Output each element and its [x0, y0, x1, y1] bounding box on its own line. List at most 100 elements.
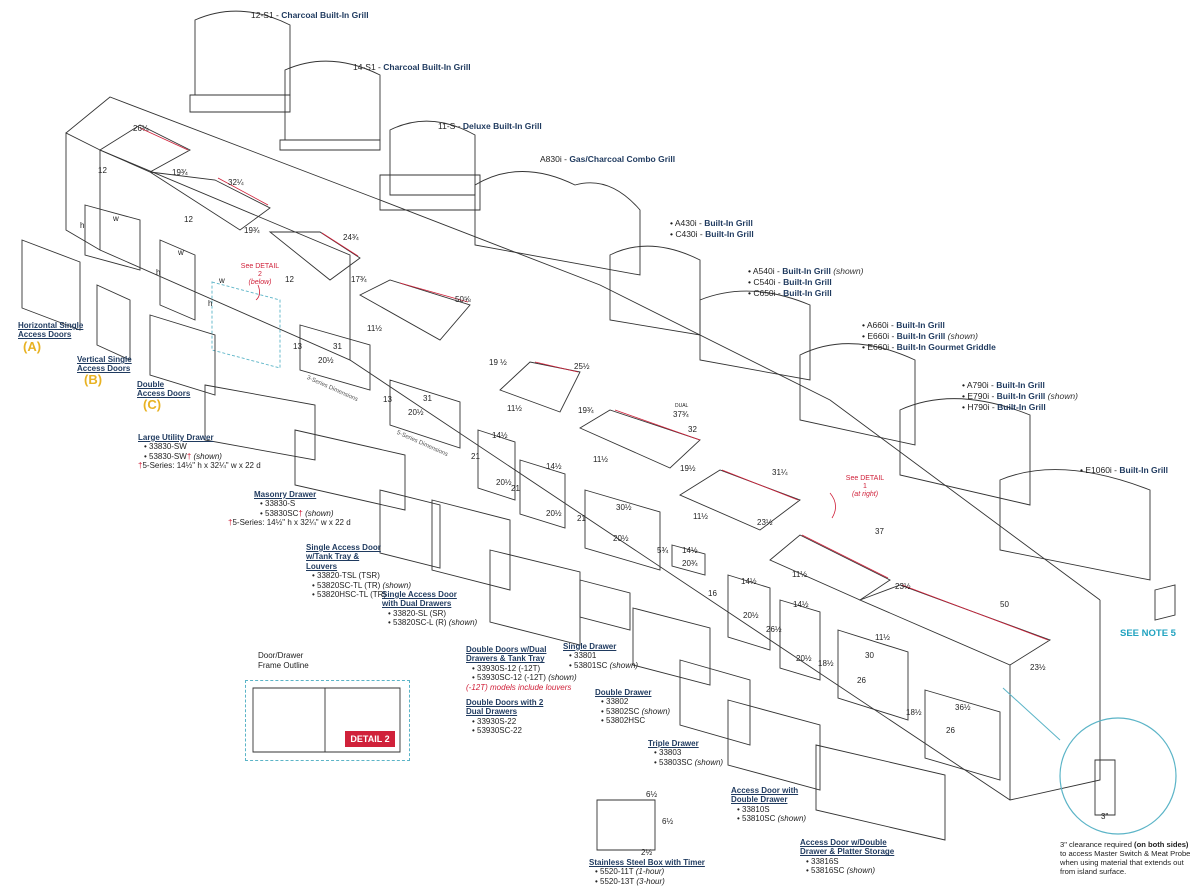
door-letter-a: (A) [23, 339, 42, 354]
dim-label: 50⅝ [455, 295, 471, 304]
detail2-box [245, 680, 410, 761]
dim-label: 26 [857, 676, 866, 685]
label-masonry-drawer: Masonry Drawer • 33830-S • 53830SC† (sho… [228, 490, 351, 528]
dim-label: 32 [688, 425, 697, 434]
dim-label: 5¾ [657, 546, 669, 555]
grill-label-e660i-griddle: • E660i - Built-In Gourmet Griddle [862, 342, 996, 352]
dim-label: 50 [1000, 600, 1009, 609]
dim-label: 19¾ [172, 168, 188, 177]
dim-label: 20½ [496, 478, 512, 487]
dim-label: 19¾ [578, 406, 594, 415]
detail2-frame-label: Door/Drawer Frame Outline [258, 651, 309, 670]
door-letter-b: (B) [84, 372, 103, 387]
see-note-5: SEE NOTE 5 [1120, 628, 1176, 639]
dim-label: 26½ [766, 625, 782, 634]
dim-label: 13 [383, 395, 392, 404]
dim-label: 13 [293, 342, 302, 351]
dim-label: 20½ [613, 534, 629, 543]
grill-label-14-s1: 14-S1 - Charcoal Built-In Grill [353, 62, 471, 72]
grill-label-a790i: • A790i - Built-In Grill [962, 380, 1045, 390]
label-access-double-platter: Access Door w/Double Drawer & Platter St… [800, 838, 895, 876]
dim-label: w [113, 214, 119, 223]
dim-label: 14½ [682, 546, 698, 555]
dim-label: 23½ [895, 582, 911, 591]
door-label-horizontal: Horizontal Single Access Doors [18, 321, 84, 340]
dim-label: 6½ [662, 817, 674, 826]
label-single-access-louvers: Single Access Door w/Tank Tray & Louvers… [306, 543, 411, 600]
dim-label: 14½ [793, 600, 809, 609]
dim-label: h [208, 299, 213, 308]
dim-label: 31 [333, 342, 342, 351]
grill-label-e1060i: • E1060i - Built-In Grill [1080, 465, 1169, 475]
dim-label: 23½ [757, 518, 773, 527]
dim-label: 26¼ [133, 124, 149, 133]
dim-label: 20¾ [682, 559, 698, 568]
label-double-drawer: Double Drawer • 33802 • 53802SC (shown) … [595, 688, 671, 726]
dim-label: 31 [423, 394, 432, 403]
dim-label: 12 [285, 275, 294, 284]
dim-label: 11½ [367, 324, 382, 333]
grill-label-c540i: • C540i - Built-In Grill [748, 277, 832, 287]
dim-label: 20½ [743, 611, 759, 620]
grill-label-h790i: • H790i - Built-In Grill [962, 402, 1046, 412]
dim-label: 18½ [906, 708, 922, 717]
dim-clearance: 3" [1101, 812, 1109, 821]
dim-label: 11½ [593, 455, 608, 464]
dim-label: h [156, 268, 161, 277]
door-label-vertical: Vertical Single Access Doors [77, 355, 132, 374]
dim-label: 14½ [741, 577, 757, 586]
see-detail2: See DETAIL 2(below) [240, 263, 280, 286]
label-single-access-dual: Single Access Door with Dual Drawers • 3… [382, 590, 478, 628]
grill-label-12-s1: 12-S1 - Charcoal Built-In Grill [251, 10, 369, 20]
dim-label: 12 [98, 166, 107, 175]
dim-label: 21 [471, 452, 480, 461]
dim-label: 21 [511, 484, 520, 493]
dim-label: 18½ [818, 659, 834, 668]
dim-label: 20½ [408, 408, 424, 417]
dim-label: 17¾ [351, 275, 367, 284]
dim-label: 6½ [646, 790, 658, 799]
label-single-drawer: Single Drawer • 33801 • 53801SC (shown) [563, 642, 639, 670]
grill-label-a830i: A830i - Gas/Charcoal Combo Grill [540, 154, 676, 164]
dim-label: 19 ½ [489, 358, 507, 367]
dim-label: 2½ [641, 848, 653, 857]
grill-label-a540i: • A540i - Built-In Grill (shown) [748, 266, 864, 276]
grill-label-11-s: 11-S - Deluxe Built-In Grill [438, 121, 542, 131]
dim-label: 20½ [546, 509, 562, 518]
dim-label: 24¾ [343, 233, 359, 242]
grill-label-e660i: • E660i - Built-In Grill (shown) [862, 331, 978, 341]
dim-label: 36½ [955, 703, 971, 712]
label-double-doors-dual: Double Doors w/Dual Drawers & Tank Tray … [466, 645, 577, 692]
dim-label: 20½ [318, 356, 334, 365]
dim-label: 14½ [492, 431, 508, 440]
door-label-double: Double Access Doors [137, 380, 191, 399]
grill-label-a430i: • A430i - Built-In Grill [670, 218, 753, 228]
dim-label: 31¼ [772, 468, 788, 477]
dim-label: 11½ [693, 512, 708, 521]
grill-label-c650i: • C650i - Built-In Grill [748, 288, 832, 298]
see-detail1: See DETAIL 1(at right) [845, 475, 885, 498]
label-access-double-drawer: Access Door with Double Drawer • 33810S … [731, 786, 807, 824]
dim-label: DUAL [675, 403, 689, 409]
door-letter-c: (C) [143, 397, 162, 412]
label-large-utility-drawer: Large Utility Drawer • 33830-SW • 53830-… [138, 433, 261, 471]
dim-label: 19½ [680, 464, 696, 473]
dim-label: 26 [946, 726, 955, 735]
dim-label: 37¾ [673, 410, 689, 419]
grill-label-e790i: • E790i - Built-In Grill (shown) [962, 391, 1078, 401]
dim-label: 30 [865, 651, 874, 660]
clearance-note: 3" clearance required (on both sides) to… [1060, 840, 1191, 876]
dim-label: 11½ [875, 633, 890, 642]
dim-label: 12 [184, 215, 193, 224]
dim-label: w [178, 248, 184, 257]
dim-label: 21 [577, 514, 586, 523]
dim-label: 20½ [796, 654, 812, 663]
label-double-doors-2: Double Doors with 2 Dual Drawers • 33930… [466, 698, 544, 736]
dim-label: 30½ [616, 503, 632, 512]
dim-label: 14½ [546, 462, 562, 471]
grill-label-c430i: • C430i - Built-In Grill [670, 229, 754, 239]
detail2-badge: DETAIL 2 [345, 731, 395, 747]
dim-label: 11½ [792, 570, 807, 579]
